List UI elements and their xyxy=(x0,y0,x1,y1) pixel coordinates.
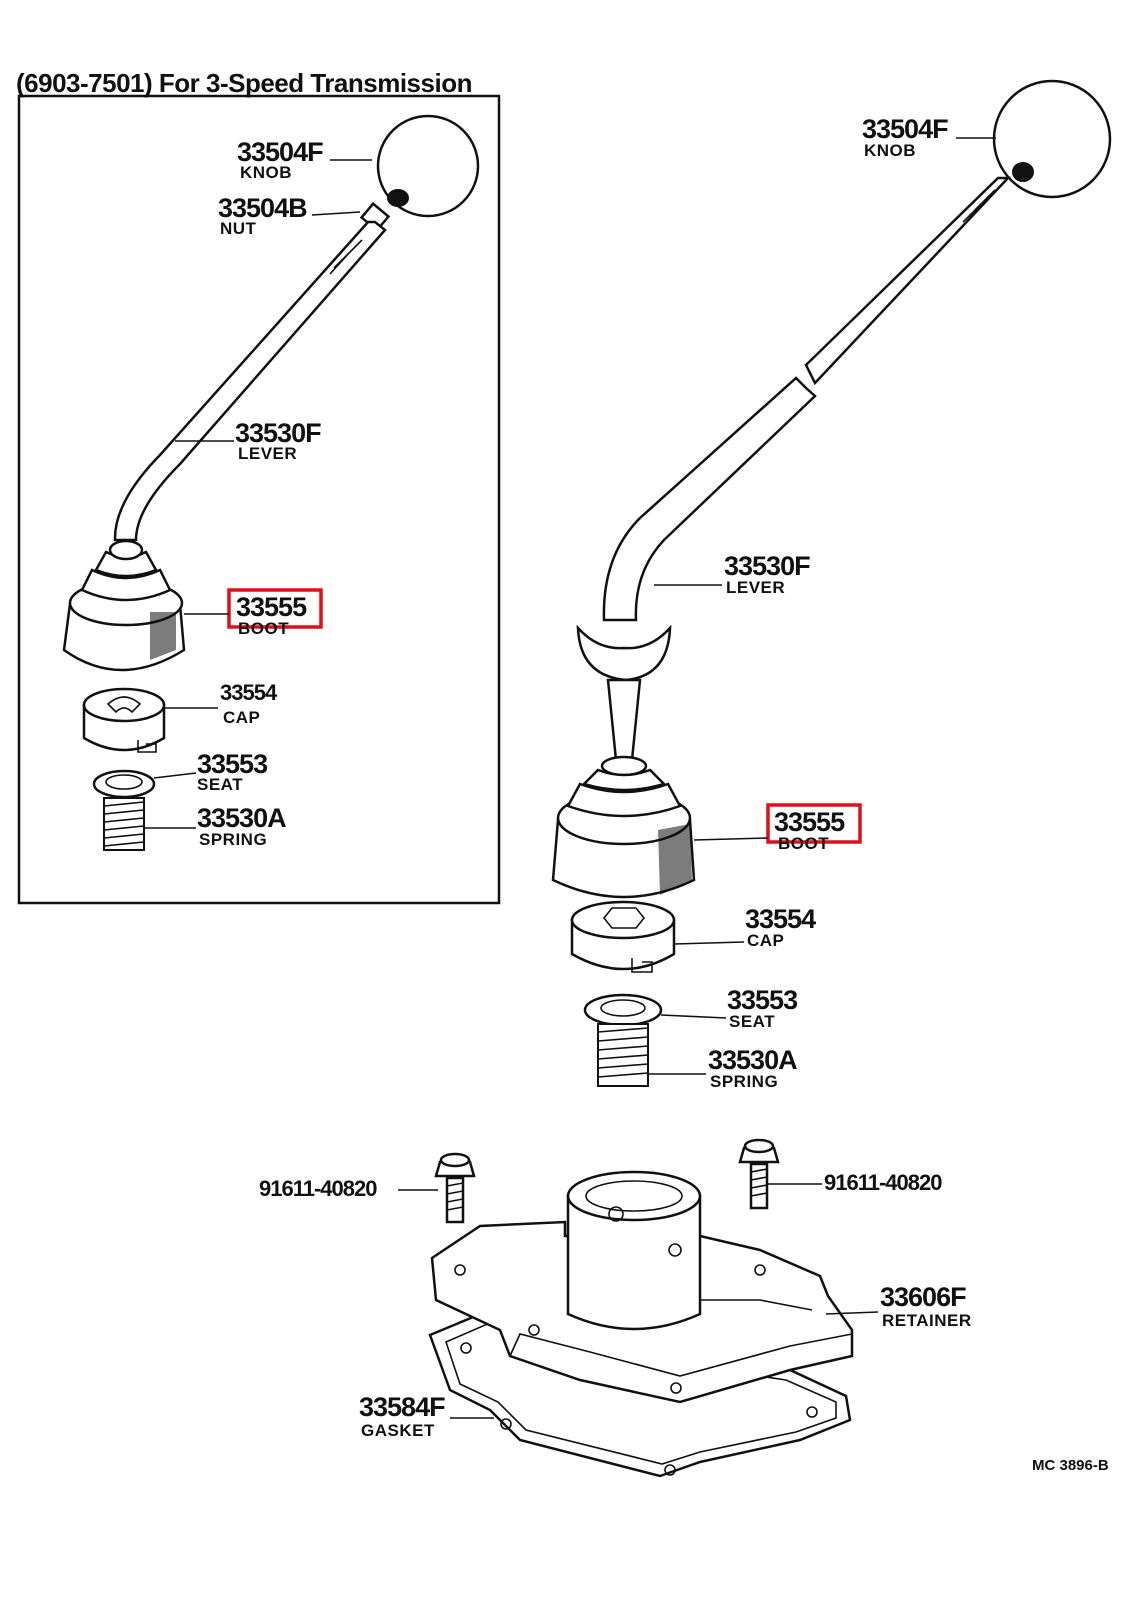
svg-text:RETAINER: RETAINER xyxy=(882,1311,972,1330)
inset-lever-drawing xyxy=(113,220,387,542)
svg-text:SEAT: SEAT xyxy=(197,775,243,794)
svg-text:91611-40820: 91611-40820 xyxy=(259,1176,377,1201)
main-spring-drawing xyxy=(597,1023,649,1087)
svg-text:33553: 33553 xyxy=(727,985,798,1015)
svg-text:LEVER: LEVER xyxy=(726,578,785,597)
inset-label-lever: 33530F LEVER xyxy=(175,418,322,463)
inset-boot-highlight xyxy=(227,588,323,629)
svg-text:33504B: 33504B xyxy=(218,193,307,223)
main-pivot-drawing xyxy=(576,624,672,777)
svg-text:33606F: 33606F xyxy=(880,1282,966,1312)
svg-text:LEVER: LEVER xyxy=(238,444,297,463)
svg-text:CAP: CAP xyxy=(223,708,260,727)
main-label-bolt-right: 91611-40820 xyxy=(767,1170,943,1195)
main-label-knob: 33504F KNOB xyxy=(862,114,996,160)
main-retainer-drawing xyxy=(430,1170,854,1404)
main-label-seat: 33553 SEAT xyxy=(660,985,799,1031)
svg-text:33530F: 33530F xyxy=(724,551,810,581)
inset-title: (6903-7501) For 3-Speed Transmission xyxy=(16,68,472,98)
main-bolt-left-drawing xyxy=(434,1152,476,1224)
inset-knob-drawing xyxy=(376,114,480,218)
inset-panel: (6903-7501) For 3-Speed Transmission xyxy=(16,68,501,905)
inset-spring-drawing xyxy=(103,797,145,851)
svg-text:33553: 33553 xyxy=(197,749,268,779)
main-label-boot: 33555 BOOT xyxy=(693,803,862,853)
main-label-cap: 33554 CAP xyxy=(673,904,817,950)
reference-code: MC 3896-B xyxy=(1032,1457,1109,1474)
main-bolt-right-drawing xyxy=(738,1138,780,1210)
svg-text:33530A: 33530A xyxy=(708,1045,797,1075)
inset-label-boot: 33555 BOOT xyxy=(184,588,323,638)
svg-text:NUT: NUT xyxy=(220,219,257,238)
main-cap-drawing xyxy=(570,900,676,973)
main-boot-highlight xyxy=(766,803,862,844)
main-boot-drawing xyxy=(551,768,696,899)
inset-label-spring: 33530A SPRING xyxy=(144,803,287,849)
inset-cap-drawing xyxy=(82,687,166,753)
svg-text:33555: 33555 xyxy=(774,807,845,837)
inset-label-nut: 33504B NUT xyxy=(218,193,361,238)
svg-text:33504F: 33504F xyxy=(237,137,323,167)
main-seat-drawing xyxy=(583,993,663,1027)
svg-text:BOOT: BOOT xyxy=(778,834,829,853)
inset-seat-drawing xyxy=(92,769,156,799)
inset-label-cap: 33554 CAP xyxy=(164,680,279,727)
svg-text:GASKET: GASKET xyxy=(361,1421,435,1440)
svg-text:33555: 33555 xyxy=(236,592,307,622)
inset-label-seat: 33553 SEAT xyxy=(153,749,269,794)
svg-text:BOOT: BOOT xyxy=(238,619,289,638)
inset-boot-drawing xyxy=(62,539,186,672)
main-label-spring: 33530A SPRING xyxy=(648,1045,798,1091)
svg-text:33584F: 33584F xyxy=(359,1392,445,1422)
svg-text:CAP: CAP xyxy=(747,931,784,950)
inset-frame xyxy=(17,94,501,905)
main-lever-drawing xyxy=(602,176,1011,622)
svg-text:KNOB: KNOB xyxy=(240,163,292,182)
main-label-gasket: 33584F GASKET xyxy=(359,1392,494,1440)
svg-text:91611-40820: 91611-40820 xyxy=(824,1170,942,1195)
main-label-bolt-left: 91611-40820 xyxy=(259,1176,438,1201)
main-knob-drawing xyxy=(992,79,1112,199)
svg-text:33530F: 33530F xyxy=(235,418,321,448)
main-label-lever: 33530F LEVER xyxy=(654,551,811,597)
svg-text:SPRING: SPRING xyxy=(710,1072,778,1091)
inset-label-knob: 33504F KNOB xyxy=(237,137,372,182)
main-assembly: 33504F KNOB 33530F LEVER 33555 BOOT 3355… xyxy=(259,79,1112,1478)
main-label-retainer: 33606F RETAINER xyxy=(825,1282,972,1330)
svg-text:SEAT: SEAT xyxy=(729,1012,775,1031)
svg-text:33530A: 33530A xyxy=(197,803,286,833)
svg-text:SPRING: SPRING xyxy=(199,830,267,849)
svg-text:33554: 33554 xyxy=(745,904,816,934)
svg-text:33504F: 33504F xyxy=(862,114,948,144)
svg-text:33554: 33554 xyxy=(220,680,278,705)
svg-text:KNOB: KNOB xyxy=(864,141,916,160)
